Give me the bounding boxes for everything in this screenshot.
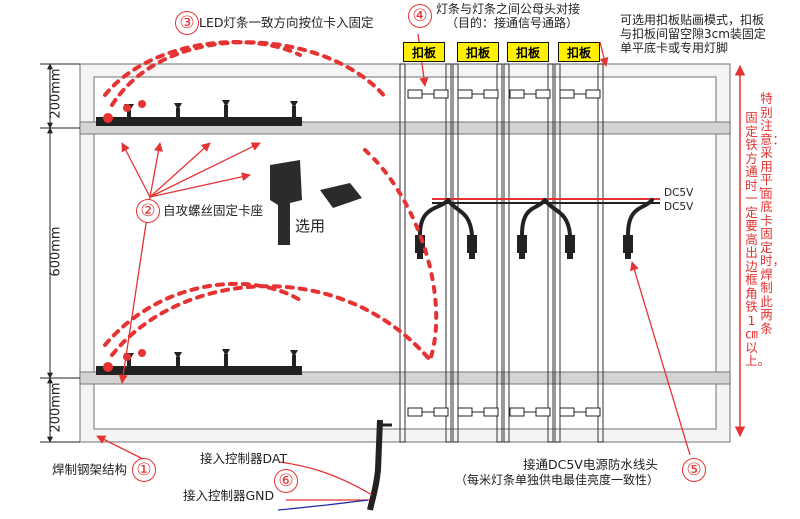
label-optional: 选用 — [295, 217, 326, 235]
leader-arrows — [96, 33, 691, 501]
buckle-label: 扣板 — [457, 42, 499, 62]
clip-markers — [103, 100, 146, 372]
horizontal-led-strip-top — [96, 100, 302, 126]
optional-clip-pictures — [270, 160, 362, 245]
side-note-column-2: 固定铁方通时，一定要高出边框角铁1㎝以上。 — [745, 110, 771, 368]
label-6-dat: 接入控制器DAT — [200, 451, 288, 466]
vertical-led-strips — [399, 63, 604, 443]
label-2-screw-base: 自攻螺丝固定卡座 — [163, 203, 264, 218]
label-4-line2: （目的：接通信号通路） — [446, 16, 579, 30]
label-1-steel-frame: 焊制钢架结构 — [52, 462, 128, 477]
buckle-note-line1: 可选用扣板贴画模式，扣板 — [620, 13, 765, 27]
marker-2: ② — [136, 199, 160, 223]
buckle-note-line2: 与扣板间留空隙3cm装固定 — [620, 27, 766, 41]
marker-5: ⑤ — [682, 458, 706, 482]
dimension-lines — [40, 63, 80, 443]
dc5v-label-1: DC5V — [664, 187, 694, 199]
label-6-gnd: 接入控制器GND — [183, 488, 275, 503]
placement-arcs — [103, 40, 439, 362]
dc5v-label-2: DC5V — [664, 201, 694, 213]
dim-middle-label: 600mm — [48, 226, 64, 277]
buckle-label: 扣板 — [507, 42, 549, 62]
side-note-column-1: 特别注意：采用平面底卡固定时，焊制此两条 — [760, 91, 786, 336]
buckle-note-line3: 单平底卡或专用灯脚 — [620, 41, 729, 55]
label-4-line1: 灯条与灯条之间公母头对接 — [436, 2, 581, 16]
label-3-strip-direction: LED灯条一致方向按位卡入固定 — [199, 15, 374, 30]
power-plugs — [415, 235, 633, 259]
power-cable-drops — [418, 198, 654, 237]
buckle-label: 扣板 — [403, 42, 445, 62]
marker-1: ① — [132, 458, 156, 482]
dim-bottom-label: 200mm — [48, 382, 64, 433]
marker-4: ④ — [408, 4, 432, 28]
marker-3: ③ — [175, 11, 199, 35]
control-cable — [277, 419, 392, 511]
marker-6: ⑥ — [274, 469, 298, 493]
buckle-label: 扣板 — [558, 42, 600, 62]
label-5-line1: 接通DC5V电源防水线头 — [523, 457, 658, 472]
male-female-connectors — [407, 89, 601, 417]
horizontal-led-strip-bottom — [96, 349, 302, 375]
dim-top-label: 200mm — [48, 68, 64, 119]
label-5-line2: （每米灯条单独供电最佳亮度一致性） — [455, 473, 660, 487]
